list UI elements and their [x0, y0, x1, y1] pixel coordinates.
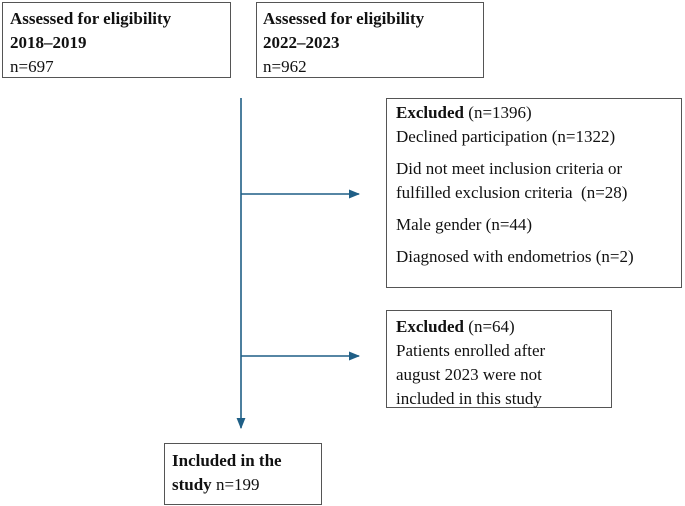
included-title-line1: Included in the: [172, 451, 282, 470]
included-count: n=199: [211, 475, 260, 494]
eligibility-2022-title-line1: Assessed for eligibility: [263, 9, 425, 28]
excluded-box-1: Excluded (n=1396) Declined participation…: [386, 98, 682, 288]
excluded-2-line2: august 2023 were not: [396, 365, 542, 384]
excluded-2-count: (n=64): [464, 317, 515, 336]
declined-participation: Declined participation (n=1322): [396, 127, 616, 146]
excluded-2-header: Excluded (n=64): [396, 315, 611, 339]
excluded-1-count: (n=1396): [464, 103, 532, 122]
excluded-box-2: Excluded (n=64) Patients enrolled after …: [386, 310, 612, 408]
male-gender: Male gender (n=44): [396, 215, 533, 234]
included-title-line2: study: [172, 475, 212, 494]
eligibility-2018-count: n=697: [10, 57, 54, 76]
eligibility-2022-count: n=962: [263, 57, 307, 76]
eligibility-2018-title-line1: Assessed for eligibility: [10, 9, 172, 28]
included-title-line2-wrap: study n=199: [172, 473, 321, 497]
excluded-1-header: Excluded (n=1396): [396, 101, 681, 125]
excluded-2-line3: included in this study: [396, 389, 542, 408]
excluded-2-title: Excluded: [396, 317, 465, 336]
included-box: Included in the study n=199: [164, 443, 322, 505]
excluded-1-title: Excluded: [396, 103, 465, 122]
criteria-line2: fulfilled exclusion criteria (n=28): [396, 183, 628, 202]
eligibility-2018-2019-box: Assessed for eligibility 2018–2019 n=697: [2, 2, 231, 78]
criteria-line1: Did not meet inclusion criteria or: [396, 159, 623, 178]
eligibility-2022-2023-box: Assessed for eligibility 2022–2023 n=962: [256, 2, 484, 78]
endometriosis: Diagnosed with endometrios (n=2): [396, 247, 634, 266]
excluded-2-line1: Patients enrolled after: [396, 341, 546, 360]
eligibility-2018-title-line2: 2018–2019: [10, 33, 87, 52]
eligibility-2022-title-line2: 2022–2023: [263, 33, 340, 52]
